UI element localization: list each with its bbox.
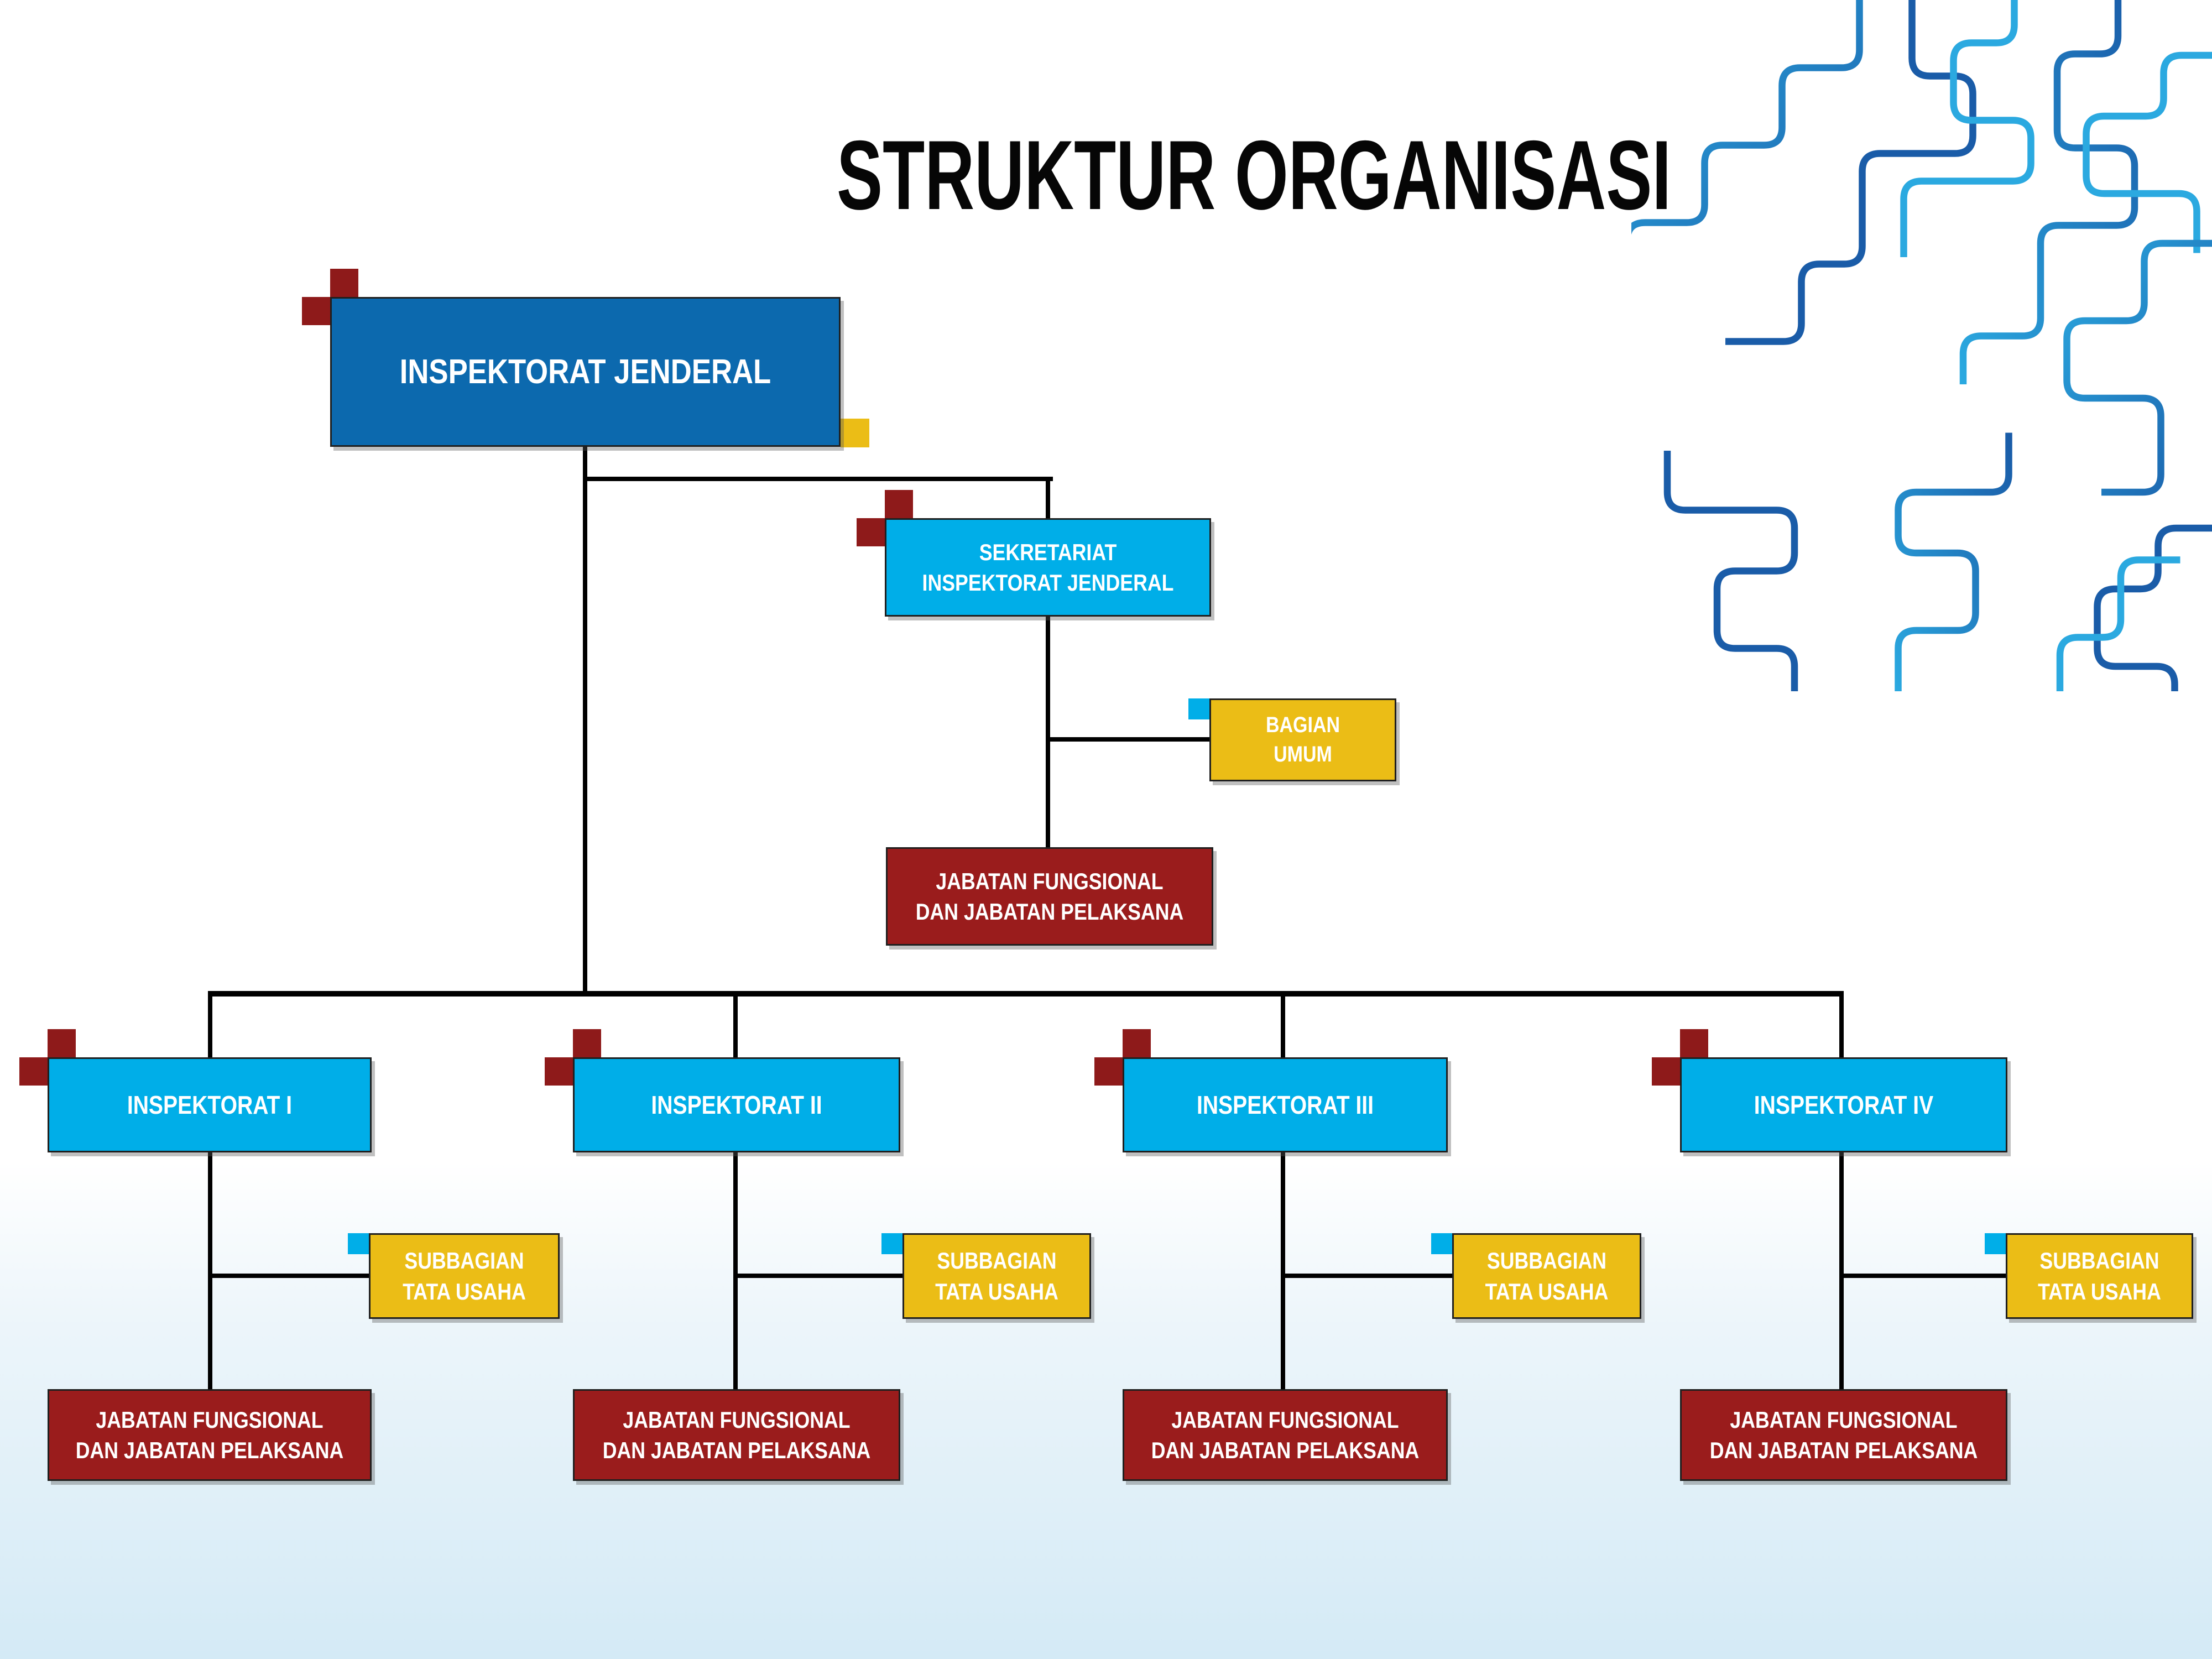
box-subbagian-1-label: SUBBAGIAN TATA USAHA	[403, 1248, 526, 1305]
accent-square-cyan	[1188, 698, 1209, 719]
box-subbagian-tata-usaha-3: SUBBAGIAN TATA USAHA	[1452, 1233, 1641, 1319]
box-inspektorat-jenderal: INSPEKTORAT JENDERAL	[330, 297, 841, 447]
connector-subbagian-1	[210, 1274, 369, 1278]
connector-below-inspektorat-1	[208, 1151, 212, 1389]
box-subbagian-tata-usaha-2: SUBBAGIAN TATA USAHA	[902, 1233, 1091, 1319]
connector-below-inspektorat-4	[1839, 1151, 1844, 1389]
accent-square-red	[1680, 1029, 1708, 1057]
connector-sekretariat-drop	[1046, 477, 1050, 518]
accent-square-red	[19, 1057, 48, 1086]
box-jabatan-fungsional-1: JABATAN FUNGSIONAL DAN JABATAN PELAKSANA	[48, 1389, 372, 1481]
box-inspektorat-2-label: INSPEKTORAT II	[651, 1090, 822, 1119]
box-inspektorat-4: INSPEKTORAT IV	[1680, 1057, 2007, 1152]
box-subbagian-3-label: SUBBAGIAN TATA USAHA	[1485, 1248, 1609, 1305]
connector-drop-inspektorat-3	[1281, 991, 1285, 1057]
accent-square-red	[1652, 1057, 1680, 1086]
accent-square-red	[48, 1029, 76, 1057]
accent-square-red	[1094, 1057, 1123, 1086]
box-jabatan-fungsional-2: JABATAN FUNGSIONAL DAN JABATAN PELAKSANA	[573, 1389, 900, 1481]
box-jabatan-fungsional-pusat-label: JABATAN FUNGSIONAL DAN JABATAN PELAKSANA	[915, 868, 1184, 925]
accent-square-cyan	[348, 1233, 369, 1254]
accent-square-red	[573, 1029, 601, 1057]
box-inspektorat-3-label: INSPEKTORAT III	[1196, 1090, 1374, 1119]
connector-sekretariat-down	[1046, 615, 1050, 847]
accent-square-cyan	[1985, 1233, 2006, 1254]
connector-drop-inspektorat-2	[733, 991, 738, 1057]
box-subbagian-4-label: SUBBAGIAN TATA USAHA	[2038, 1248, 2161, 1305]
accent-square-cyan	[1431, 1233, 1452, 1254]
connector-subbagian-4	[1841, 1274, 2006, 1278]
box-jabatan-2-label: JABATAN FUNGSIONAL DAN JABATAN PELAKSANA	[602, 1406, 871, 1463]
box-sekretariat-label: SEKRETARIAT INSPEKTORAT JENDERAL	[922, 539, 1174, 596]
accent-square-cyan	[881, 1233, 902, 1254]
accent-square-red	[885, 490, 913, 518]
accent-square-red	[545, 1057, 573, 1086]
box-inspektorat-3: INSPEKTORAT III	[1123, 1057, 1448, 1152]
box-jabatan-1-label: JABATAN FUNGSIONAL DAN JABATAN PELAKSANA	[75, 1406, 344, 1463]
accent-square-red	[302, 297, 330, 325]
circuit-maze-decoration	[1631, 0, 2212, 691]
box-jabatan-3-label: JABATAN FUNGSIONAL DAN JABATAN PELAKSANA	[1151, 1406, 1420, 1463]
connector-root-vertical	[583, 447, 587, 995]
page-title: STRUKTUR ORGANISASI	[837, 120, 1672, 230]
box-subbagian-tata-usaha-1: SUBBAGIAN TATA USAHA	[369, 1233, 560, 1319]
box-subbagian-2-label: SUBBAGIAN TATA USAHA	[935, 1248, 1058, 1305]
box-sekretariat: SEKRETARIAT INSPEKTORAT JENDERAL	[885, 518, 1211, 617]
box-jabatan-fungsional-4: JABATAN FUNGSIONAL DAN JABATAN PELAKSANA	[1680, 1389, 2007, 1481]
box-subbagian-tata-usaha-4: SUBBAGIAN TATA USAHA	[2006, 1233, 2193, 1319]
connector-subbagian-3	[1283, 1274, 1452, 1278]
box-jabatan-fungsional-3: JABATAN FUNGSIONAL DAN JABATAN PELAKSANA	[1123, 1389, 1448, 1481]
box-inspektorat-2: INSPEKTORAT II	[573, 1057, 900, 1152]
box-inspektorat-jenderal-label: INSPEKTORAT JENDERAL	[399, 352, 771, 391]
connector-drop-inspektorat-1	[208, 991, 212, 1057]
box-inspektorat-1: INSPEKTORAT I	[48, 1057, 372, 1152]
box-jabatan-4-label: JABATAN FUNGSIONAL DAN JABATAN PELAKSANA	[1709, 1406, 1978, 1463]
box-bagian-umum-label: BAGIAN UMUM	[1265, 713, 1340, 766]
accent-square-red	[1123, 1029, 1151, 1057]
connector-below-inspektorat-3	[1281, 1151, 1285, 1389]
accent-square-red	[330, 269, 358, 297]
box-inspektorat-4-label: INSPEKTORAT IV	[1754, 1090, 1934, 1119]
connector-to-sekretariat-horizontal	[583, 477, 1053, 481]
accent-square-gold	[841, 419, 869, 447]
box-jabatan-fungsional-pusat: JABATAN FUNGSIONAL DAN JABATAN PELAKSANA	[886, 847, 1213, 946]
connector-row-horizontal	[208, 991, 1844, 997]
box-bagian-umum: BAGIAN UMUM	[1209, 698, 1396, 781]
connector-subbagian-2	[735, 1274, 902, 1278]
box-inspektorat-1-label: INSPEKTORAT I	[127, 1090, 293, 1119]
connector-drop-inspektorat-4	[1839, 991, 1844, 1057]
connector-bagian-umum-horizontal	[1046, 737, 1209, 742]
connector-below-inspektorat-2	[733, 1151, 738, 1389]
accent-square-red	[857, 518, 885, 546]
